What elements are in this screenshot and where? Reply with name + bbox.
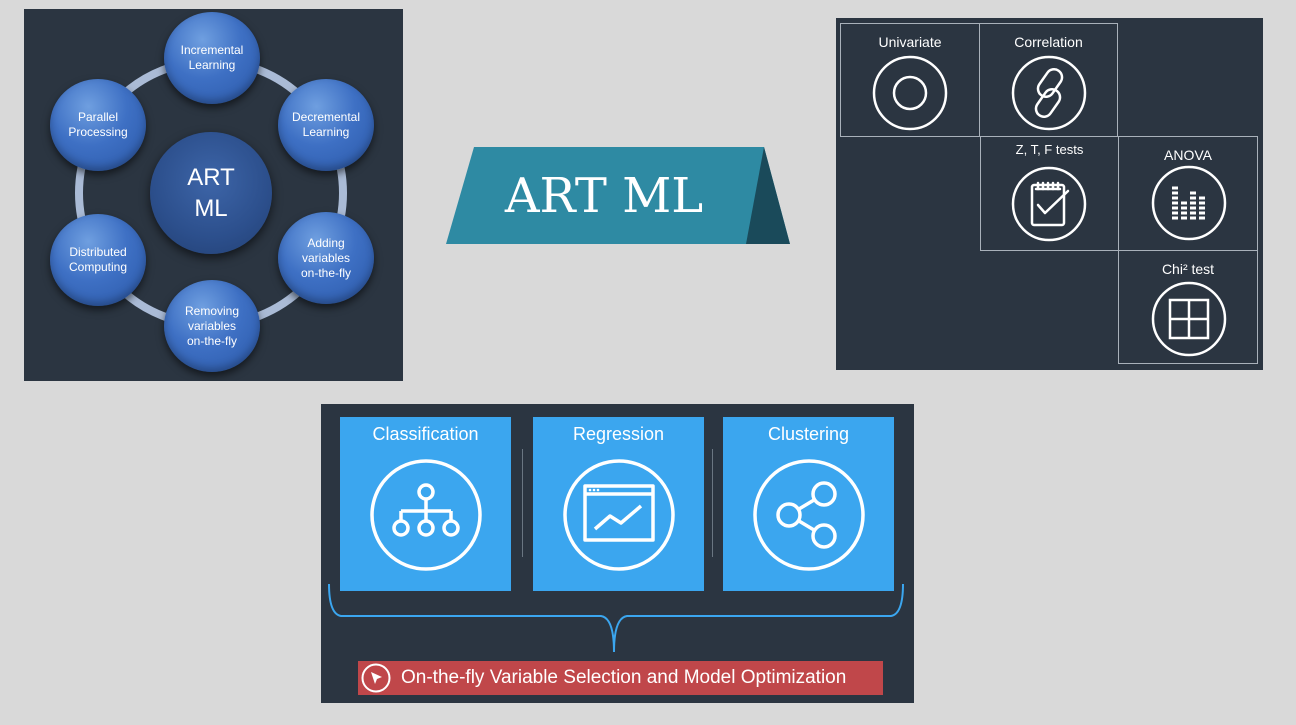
variable-selection-text: On-the-fly Variable Selection and Model … (401, 667, 847, 688)
anova-label: ANOVA (1164, 147, 1212, 163)
ztf-tests-cell: Z, T, F tests (980, 136, 1119, 251)
classification-card: Classification (340, 417, 511, 591)
wheel-panel: ART ML Incremental Learning Decremental … (24, 9, 403, 381)
line-chart-window-icon (563, 459, 675, 571)
statistical-tests-panel: Univariate Correlation Z, T, F tests (836, 18, 1263, 370)
correlation-label: Correlation (1014, 34, 1083, 50)
anova-cell: ANOVA (1118, 136, 1258, 251)
grouping-brace (328, 583, 904, 653)
wheel-node-incremental-learning: Incremental Learning (164, 12, 260, 104)
checklist-icon (1011, 166, 1087, 242)
hierarchy-tree-icon (370, 459, 482, 571)
wheel-node-removing-variables: Removing variables on-the-fly (164, 280, 260, 372)
univariate-label: Univariate (878, 34, 942, 50)
grid-icon (1151, 281, 1227, 357)
variable-selection-banner: On-the-fly Variable Selection and Model … (358, 661, 883, 695)
wheel-center-node: ART ML (150, 132, 272, 254)
circle-icon (872, 55, 948, 131)
banner-title: ART ML (504, 167, 704, 224)
art-ml-banner (446, 147, 790, 244)
classification-label: Classification (372, 424, 479, 444)
models-panel: Classification Regression (321, 404, 914, 703)
regression-label: Regression (572, 424, 665, 444)
chain-link-icon (1011, 55, 1087, 131)
cursor-arrow-icon (361, 663, 391, 693)
card-divider (712, 449, 713, 557)
share-nodes-icon (753, 459, 865, 571)
regression-card: Regression (533, 417, 704, 591)
wheel-node-decremental-learning: Decremental Learning (278, 79, 374, 171)
card-divider (522, 449, 523, 557)
wheel-node-parallel-processing: Parallel Processing (50, 79, 146, 171)
correlation-cell: Correlation (979, 23, 1118, 137)
clustering-label: Clustering (767, 424, 850, 444)
wheel-node-adding-variables: Adding variables on-the-fly (278, 212, 374, 304)
bar-equalizer-icon (1151, 165, 1227, 241)
univariate-cell: Univariate (840, 23, 980, 137)
ztf-tests-label: Z, T, F tests (1015, 142, 1084, 157)
wheel-node-distributed-computing: Distributed Computing (50, 214, 146, 306)
chi-square-label: Chi² test (1161, 261, 1215, 277)
chi-square-cell: Chi² test (1118, 250, 1258, 364)
clustering-card: Clustering (723, 417, 894, 591)
